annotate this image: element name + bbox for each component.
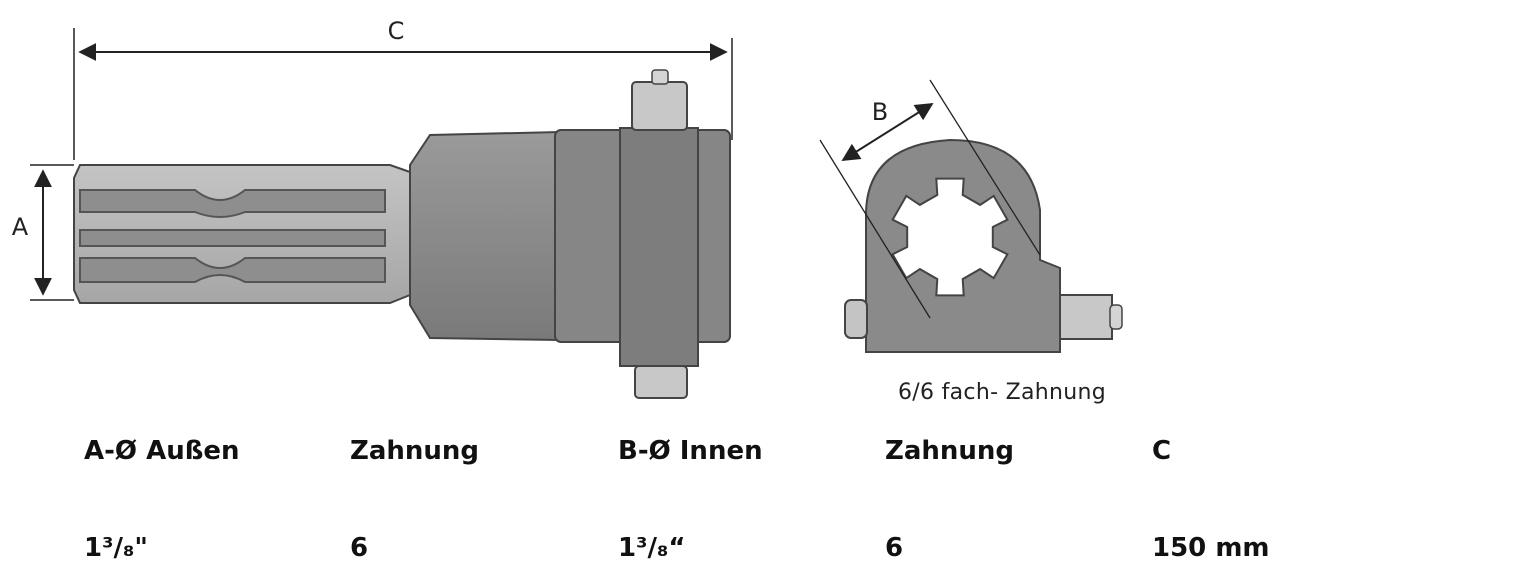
- dimension-b-label: B: [872, 98, 888, 126]
- dimension-a-label: A: [12, 213, 29, 241]
- top-bolt: [631, 81, 688, 131]
- adapter-end-view: B: [819, 79, 1123, 353]
- adapter-side-view: [73, 69, 731, 399]
- spline-bore: [891, 177, 1009, 297]
- left-bolt: [844, 299, 868, 339]
- dimension-b-extension-left: [819, 139, 931, 319]
- adapter-hub: [409, 130, 561, 342]
- right-bolt-tip: [1109, 304, 1123, 330]
- top-bolt-tip: [651, 69, 669, 85]
- header-c: C: [1152, 436, 1172, 466]
- spline-grooves: [79, 189, 386, 283]
- value-b-inner-diameter: 1³/₈“: [618, 533, 686, 563]
- value-spline-b: 6: [885, 533, 904, 563]
- bottom-bolt: [634, 365, 688, 399]
- clamp-band: [619, 127, 699, 367]
- value-a-outer-diameter: 1³/₈": [84, 533, 148, 563]
- dimension-b-arrow: [841, 103, 934, 161]
- dimension-c-label: C: [388, 17, 405, 45]
- end-view-caption: 6/6 fach- Zahnung: [898, 380, 1106, 405]
- header-spline-a: Zahnung: [350, 436, 480, 466]
- right-bolt: [1059, 294, 1113, 340]
- dimension-b-extension-right: [929, 79, 1041, 256]
- header-b-inner-diameter: B-Ø Innen: [618, 436, 763, 466]
- header-spline-b: Zahnung: [885, 436, 1015, 466]
- header-a-outer-diameter: A-Ø Außen: [84, 436, 240, 466]
- dimension-a: A: [12, 164, 74, 301]
- value-c: 150 mm: [1152, 533, 1270, 563]
- value-spline-a: 6: [350, 533, 369, 563]
- dimension-c: C: [73, 17, 733, 160]
